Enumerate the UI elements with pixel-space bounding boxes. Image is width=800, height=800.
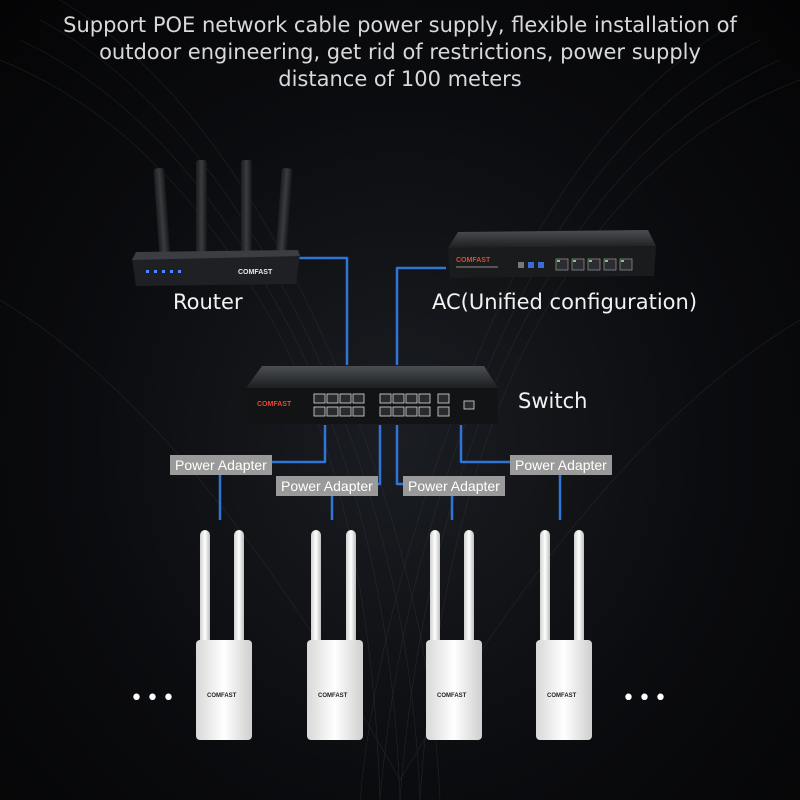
power-adapter-4: Power Adapter <box>510 455 612 475</box>
switch-label: Switch <box>518 389 588 413</box>
headline-line-3: distance of 100 meters <box>278 67 522 91</box>
cable-switch-adapter-4 <box>459 425 512 464</box>
headline-line-1: Support POE network cable power supply, … <box>63 13 737 37</box>
headline: Support POE network cable power supply, … <box>60 12 740 93</box>
ap-1-brand-logo: COMFAST <box>207 693 237 699</box>
cable-switch-adapter-3 <box>395 425 405 486</box>
headline-line-2: outdoor engineering, get rid of restrict… <box>99 40 701 64</box>
cable-ac-switch <box>395 266 446 365</box>
router-device: COMFAST <box>132 160 300 286</box>
access-point-3: COMFAST <box>426 530 482 740</box>
ac-controller-device: COMFAST <box>448 230 656 278</box>
ac-label: AC(Unified configuration) <box>432 290 698 314</box>
more-left-ellipsis: ••• <box>130 686 178 711</box>
power-adapter-3: Power Adapter <box>403 476 505 496</box>
router-label: Router <box>173 290 243 314</box>
ac-brand-logo: COMFAST <box>456 257 491 264</box>
ap-3-brand-logo: COMFAST <box>437 693 467 699</box>
switch-device: COMFAST <box>246 366 498 424</box>
router-brand-logo: COMFAST <box>238 269 273 276</box>
access-point-2: COMFAST <box>307 530 363 740</box>
access-point-1: COMFAST <box>196 530 252 740</box>
cable-switch-adapter-1 <box>247 425 327 464</box>
access-point-4: COMFAST <box>536 530 592 740</box>
cable-router-switch <box>290 256 349 365</box>
more-right-ellipsis: ••• <box>622 686 670 711</box>
ap-4-brand-logo: COMFAST <box>547 693 577 699</box>
power-adapter-2: Power Adapter <box>276 476 378 496</box>
ap-2-brand-logo: COMFAST <box>318 693 348 699</box>
switch-brand-logo: COMFAST <box>257 401 292 408</box>
power-adapter-1: Power Adapter <box>170 455 272 475</box>
